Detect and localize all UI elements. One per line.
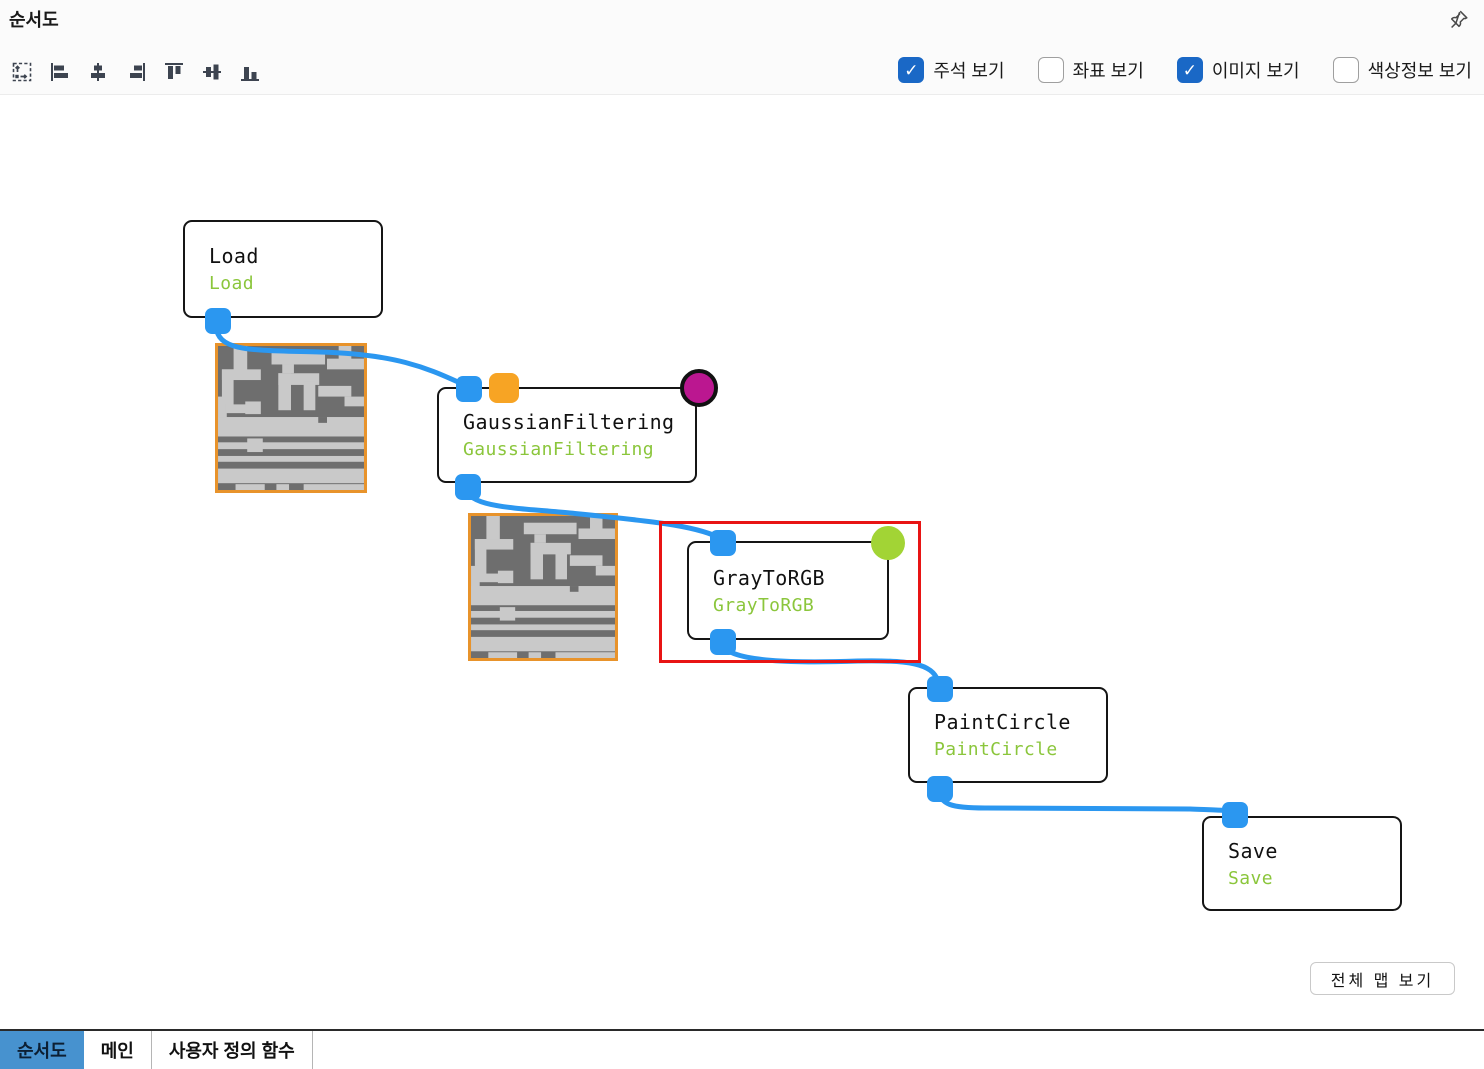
node-title: PaintCircle [934, 710, 1071, 734]
panel-title: 순서도 [9, 10, 59, 30]
node-save[interactable]: Save Save [1202, 802, 1402, 911]
full-map-button[interactable]: 전체 맵 보기 [1310, 962, 1455, 995]
edge-gaussian-to-graytorgb[interactable] [463, 486, 721, 540]
option-label: 주석 보기 [933, 61, 1005, 81]
option-show-color-info: ✓ 색상정보 보기 [1332, 57, 1472, 83]
fit-view-icon[interactable] [8, 58, 35, 85]
node-title: GrayToRGB [713, 565, 825, 590]
edge-graytorgb-to-paintcircle[interactable] [718, 641, 941, 684]
load-image-preview [215, 343, 367, 493]
align-middle-vertical-icon[interactable] [198, 58, 225, 85]
node-annotation: Load [209, 273, 254, 294]
graytorgb-output-port[interactable] [710, 629, 736, 655]
tab-flowchart[interactable]: 순서도 [0, 1031, 84, 1069]
paintcircle-output-port[interactable] [927, 776, 953, 802]
pushpin-icon[interactable] [1446, 8, 1470, 32]
option-show-images: ✓ 이미지 보기 [1176, 57, 1300, 83]
align-top-icon[interactable] [160, 58, 187, 85]
tab-user-defined-functions[interactable]: 사용자 정의 함수 [151, 1031, 313, 1069]
edge-paintcircle-to-save[interactable] [935, 786, 1236, 815]
option-label: 색상정보 보기 [1367, 61, 1472, 81]
show-color-info-checkbox[interactable]: ✓ [1332, 57, 1359, 83]
save-input-port[interactable] [1222, 802, 1248, 828]
option-show-coordinates: ✓ 좌표 보기 [1037, 57, 1144, 83]
node-annotation: GaussianFiltering [463, 439, 655, 460]
gaussian-input-port[interactable] [456, 376, 482, 402]
node-annotation: GrayToRGB [713, 594, 815, 616]
node-load[interactable]: Load Load [183, 220, 383, 334]
align-left-icon[interactable] [46, 58, 73, 85]
edge-load-to-gaussian[interactable] [213, 323, 461, 385]
node-title: GaussianFiltering [463, 410, 675, 434]
node-annotation: PaintCircle [934, 739, 1058, 760]
align-bottom-icon[interactable] [236, 58, 263, 85]
bottom-tab-bar: 순서도 메인 사용자 정의 함수 [0, 1029, 1484, 1069]
graytorgb-status-indicator[interactable] [871, 526, 905, 560]
option-label: 이미지 보기 [1211, 61, 1300, 81]
node-paint-circle[interactable]: PaintCircle PaintCircle [908, 676, 1108, 802]
align-right-icon[interactable] [122, 58, 149, 85]
load-output-port[interactable] [205, 308, 231, 334]
option-label: 좌표 보기 [1072, 61, 1144, 81]
check-icon: ✓ [904, 60, 919, 80]
header-bar: 순서도 [0, 0, 1484, 95]
paintcircle-input-port[interactable] [927, 676, 953, 702]
show-annotations-checkbox[interactable]: ✓ [898, 57, 925, 83]
graytorgb-input-port[interactable] [710, 530, 736, 556]
node-gaussian-filtering[interactable]: GaussianFiltering GaussianFiltering [437, 369, 718, 500]
alignment-toolbar [8, 58, 263, 85]
node-title: Load [209, 244, 259, 268]
gaussian-param-port[interactable] [489, 373, 519, 403]
view-options: ✓ 주석 보기 ✓ 좌표 보기 ✓ 이미지 보기 ✓ 색상정보 보기 [898, 57, 1472, 83]
gaussian-output-port[interactable] [455, 474, 481, 500]
node-annotation: Save [1228, 867, 1273, 889]
gaussian-status-indicator[interactable] [680, 369, 718, 407]
align-center-horizontal-icon[interactable] [84, 58, 111, 85]
node-gray-to-rgb[interactable]: GrayToRGB GrayToRGB [687, 526, 905, 655]
show-coordinates-checkbox[interactable]: ✓ [1037, 57, 1064, 83]
show-images-checkbox[interactable]: ✓ [1176, 57, 1203, 83]
gaussian-image-preview [468, 513, 618, 661]
option-show-annotations: ✓ 주석 보기 [898, 57, 1005, 83]
check-icon: ✓ [1182, 60, 1197, 80]
node-title: Save [1228, 838, 1278, 863]
tab-main[interactable]: 메인 [83, 1031, 152, 1069]
